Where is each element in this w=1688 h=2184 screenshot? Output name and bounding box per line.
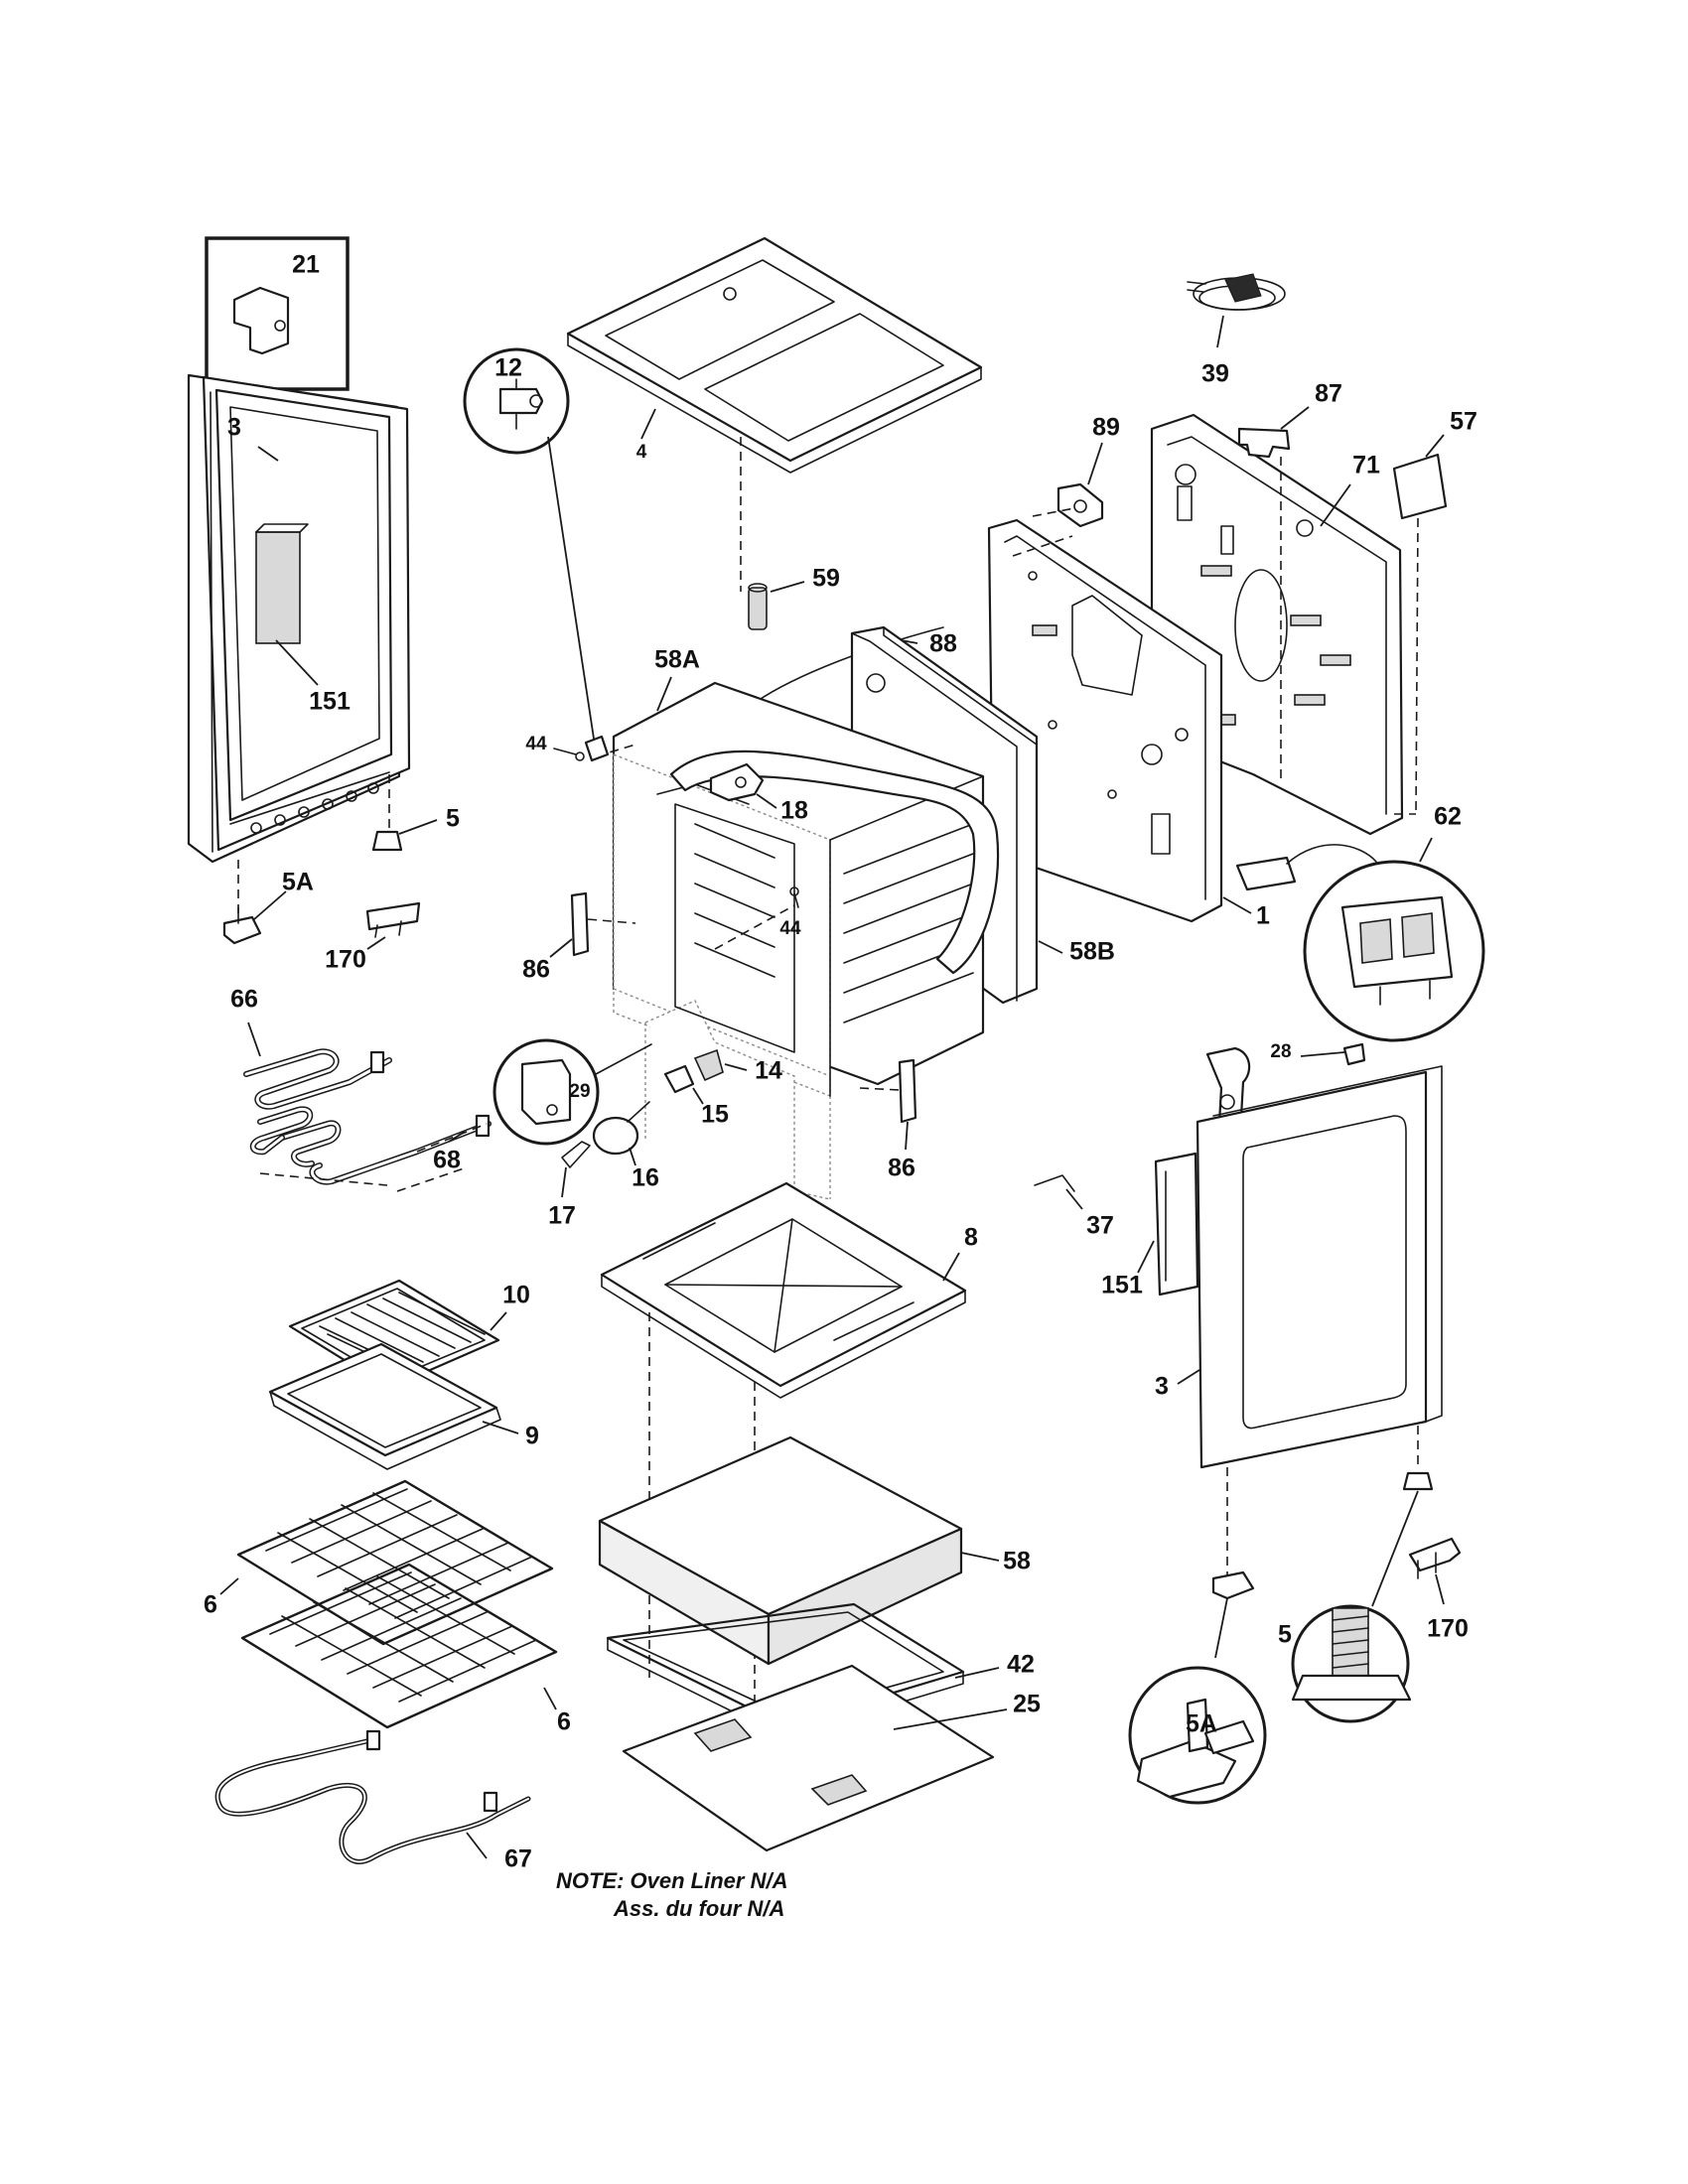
callout-58B: 58B bbox=[1069, 938, 1115, 966]
oven-liner-note: NOTE: Oven Liner N/A Ass. du four N/A bbox=[556, 1868, 787, 1921]
note-line-1: NOTE: Oven Liner N/A bbox=[556, 1868, 787, 1893]
sensor-detail-12: 12 bbox=[463, 347, 610, 762]
callout-39: 39 bbox=[1201, 360, 1229, 388]
callout-4: 4 bbox=[636, 442, 647, 463]
callout-68: 68 bbox=[433, 1147, 461, 1174]
inset-box-part-21: 21 bbox=[205, 236, 350, 391]
callout-88: 88 bbox=[929, 630, 957, 658]
callout-16: 16 bbox=[632, 1164, 659, 1192]
right-side-panel-3: 151 3 bbox=[1101, 1065, 1443, 1576]
callout-151-right: 151 bbox=[1101, 1272, 1143, 1299]
left-levelers: 5 5A 170 bbox=[222, 774, 460, 974]
left-side-panel-3: 3 151 bbox=[187, 373, 411, 864]
callout-62: 62 bbox=[1434, 803, 1462, 831]
callout-3-right: 3 bbox=[1155, 1373, 1169, 1401]
callout-21: 21 bbox=[292, 251, 320, 279]
oven-bottom-8: 8 bbox=[600, 1181, 978, 1707]
callout-44-b: 44 bbox=[779, 918, 801, 939]
oven-cavity-58A: 58A 18 44 44 bbox=[525, 646, 1000, 1200]
clips-86: 86 86 bbox=[522, 891, 917, 1182]
bottom-parts-58-42-25: 58 42 25 bbox=[598, 1435, 1041, 1852]
callout-37: 37 bbox=[1086, 1212, 1114, 1240]
callout-170-left: 170 bbox=[325, 946, 366, 974]
callout-8: 8 bbox=[964, 1224, 978, 1252]
callout-86-right: 86 bbox=[888, 1155, 915, 1182]
callout-5A-left: 5A bbox=[282, 869, 314, 896]
callout-86-left: 86 bbox=[522, 956, 550, 984]
light-assembly: 29 14 15 16 17 bbox=[492, 1038, 782, 1230]
oven-racks-6: 6 6 bbox=[204, 1479, 571, 1736]
top-panel-4: 4 bbox=[566, 236, 983, 592]
broiler-pan-9-10: 10 9 bbox=[268, 1279, 539, 1470]
callout-15: 15 bbox=[701, 1101, 729, 1129]
inner-back-panel-1: 1 bbox=[987, 518, 1270, 930]
callout-170-right: 170 bbox=[1427, 1615, 1469, 1643]
callout-5A-right: 5A bbox=[1186, 1710, 1217, 1738]
callout-25: 25 bbox=[1013, 1691, 1041, 1718]
callout-58A: 58A bbox=[654, 646, 700, 674]
callout-5-right: 5 bbox=[1278, 1621, 1292, 1649]
callout-89: 89 bbox=[1092, 414, 1120, 442]
note-line-2: Ass. du four N/A bbox=[613, 1896, 784, 1921]
callout-12: 12 bbox=[494, 354, 522, 382]
broil-element-67: 67 bbox=[214, 1729, 532, 1873]
power-cord-39: 39 bbox=[1187, 273, 1286, 388]
callout-6-a: 6 bbox=[204, 1591, 217, 1619]
callout-67: 67 bbox=[504, 1845, 532, 1873]
callout-58: 58 bbox=[1003, 1548, 1031, 1575]
callout-87: 87 bbox=[1315, 380, 1342, 408]
bake-element-66: 66 68 bbox=[230, 986, 492, 1192]
callout-28: 28 bbox=[1270, 1041, 1291, 1062]
callout-17: 17 bbox=[548, 1202, 576, 1230]
callout-6-b: 6 bbox=[557, 1708, 571, 1736]
right-levelers: 5 5A 170 bbox=[1128, 1471, 1469, 1805]
callout-57: 57 bbox=[1450, 408, 1477, 436]
callout-29: 29 bbox=[569, 1081, 590, 1102]
callout-66: 66 bbox=[230, 986, 258, 1014]
callout-59: 59 bbox=[812, 565, 840, 593]
callout-18: 18 bbox=[780, 797, 808, 825]
callout-71: 71 bbox=[1352, 452, 1380, 479]
callout-1: 1 bbox=[1256, 902, 1270, 930]
terminal-block-62: 62 bbox=[1235, 803, 1485, 1042]
callout-9: 9 bbox=[525, 1423, 539, 1450]
callout-10: 10 bbox=[502, 1282, 530, 1309]
callout-3-left: 3 bbox=[227, 414, 241, 442]
callout-42: 42 bbox=[1007, 1651, 1035, 1679]
callout-14: 14 bbox=[755, 1057, 782, 1085]
callout-5-left: 5 bbox=[446, 805, 460, 833]
parts-59-88: 59 88 bbox=[748, 565, 957, 704]
callout-151-left: 151 bbox=[309, 688, 351, 716]
callout-44-a: 44 bbox=[525, 734, 547, 754]
